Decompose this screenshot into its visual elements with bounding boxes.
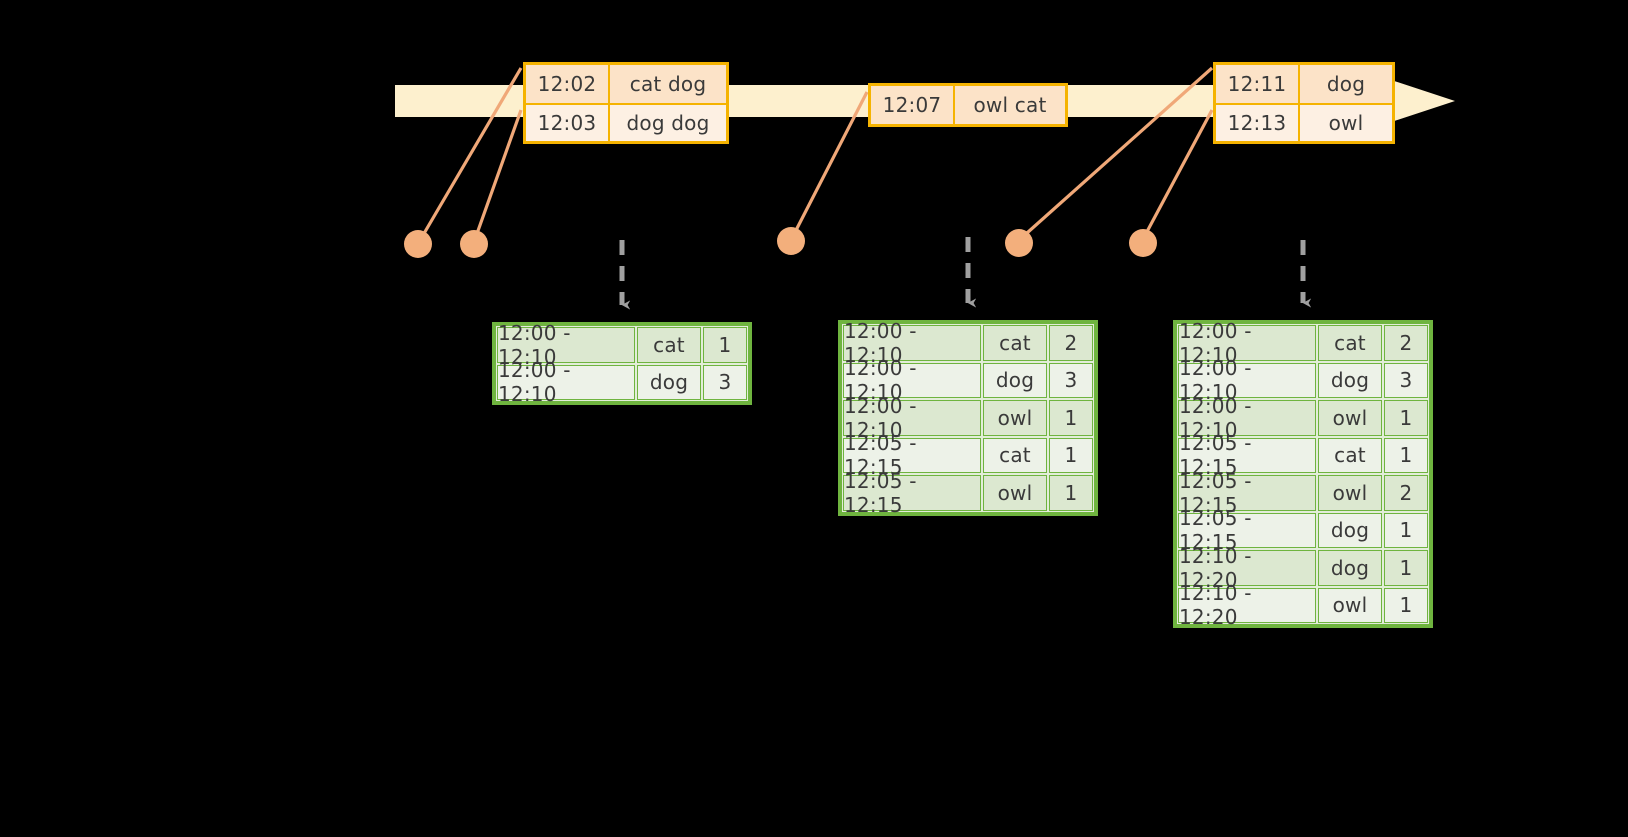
cell-count: 1 bbox=[1049, 400, 1093, 436]
cell-count: 1 bbox=[1384, 512, 1428, 548]
event-row: 12:11 dog bbox=[1216, 65, 1392, 103]
event-row: 12:13 owl bbox=[1216, 103, 1392, 141]
cell-word: dog bbox=[637, 364, 701, 400]
cell-count: 1 bbox=[703, 327, 747, 363]
cell-word: owl bbox=[1318, 475, 1382, 511]
event-group-2[interactable]: 12:07 owl cat bbox=[868, 83, 1068, 127]
cell-window: 12:10 - 12:20 bbox=[1178, 544, 1316, 592]
event-group-1[interactable]: 12:02 cat dog 12:03 dog dog bbox=[523, 62, 729, 144]
cell-word: dog bbox=[1318, 550, 1382, 586]
marker-dot-2 bbox=[460, 230, 488, 258]
event-words: owl cat bbox=[955, 86, 1065, 124]
cell-word: cat bbox=[983, 437, 1047, 473]
cell-count: 3 bbox=[1049, 362, 1093, 398]
event-time: 12:07 bbox=[871, 86, 955, 124]
marker-dot-4 bbox=[1005, 229, 1033, 257]
event-time: 12:03 bbox=[526, 103, 610, 141]
cell-count: 1 bbox=[1384, 550, 1428, 586]
cell-window: 12:10 - 12:20 bbox=[1178, 581, 1316, 629]
cell-count: 1 bbox=[1384, 400, 1428, 436]
cell-word: cat bbox=[983, 325, 1047, 361]
cell-window: 12:05 - 12:15 bbox=[1178, 469, 1316, 517]
cell-window: 12:05 - 12:15 bbox=[1178, 431, 1316, 479]
event-words: cat dog bbox=[610, 65, 726, 103]
event-row: 12:07 owl cat bbox=[871, 86, 1065, 124]
cell-count: 2 bbox=[1384, 475, 1428, 511]
cell-word: owl bbox=[983, 475, 1047, 511]
cell-word: owl bbox=[983, 400, 1047, 436]
cell-window: 12:05 - 12:15 bbox=[843, 469, 981, 517]
marker-dot-3 bbox=[777, 227, 805, 255]
cell-word: owl bbox=[1318, 400, 1382, 436]
event-time: 12:13 bbox=[1216, 103, 1300, 141]
event-group-3[interactable]: 12:11 dog 12:13 owl bbox=[1213, 62, 1395, 144]
event-time: 12:02 bbox=[526, 65, 610, 103]
cell-window: 12:05 - 12:15 bbox=[843, 431, 981, 479]
cell-window: 12:00 - 12:10 bbox=[1178, 356, 1316, 404]
event-row: 12:02 cat dog bbox=[526, 65, 726, 103]
cell-word: dog bbox=[1318, 362, 1382, 398]
cell-count: 3 bbox=[1384, 362, 1428, 398]
marker-dot-5 bbox=[1129, 229, 1157, 257]
event-row: 12:03 dog dog bbox=[526, 103, 726, 141]
cell-window: 12:00 - 12:10 bbox=[1178, 319, 1316, 367]
event-words: owl bbox=[1300, 103, 1392, 141]
event-words: dog dog bbox=[610, 103, 726, 141]
cell-word: cat bbox=[637, 327, 701, 363]
cell-word: owl bbox=[1318, 587, 1382, 623]
cell-window: 12:00 - 12:10 bbox=[1178, 394, 1316, 442]
marker-dot-1 bbox=[404, 230, 432, 258]
cell-count: 2 bbox=[1384, 325, 1428, 361]
event-marker-dots bbox=[404, 227, 1157, 258]
cell-word: cat bbox=[1318, 325, 1382, 361]
cell-window: 12:00 - 12:10 bbox=[497, 358, 635, 406]
cell-word: dog bbox=[1318, 512, 1382, 548]
cell-window: 12:00 - 12:10 bbox=[843, 356, 981, 404]
cell-count: 1 bbox=[1384, 437, 1428, 473]
cell-count: 2 bbox=[1049, 325, 1093, 361]
event-time: 12:11 bbox=[1216, 65, 1300, 103]
cell-window: 12:00 - 12:10 bbox=[843, 394, 981, 442]
cell-window: 12:05 - 12:15 bbox=[1178, 506, 1316, 554]
cell-count: 1 bbox=[1049, 437, 1093, 473]
cell-count: 1 bbox=[1049, 475, 1093, 511]
cell-count: 3 bbox=[703, 364, 747, 400]
event-words: dog bbox=[1300, 65, 1392, 103]
cell-window: 12:00 - 12:10 bbox=[843, 319, 981, 367]
cell-count: 1 bbox=[1384, 587, 1428, 623]
trigger-arrows bbox=[619, 237, 1312, 310]
cell-word: dog bbox=[983, 362, 1047, 398]
cell-window: 12:00 - 12:10 bbox=[497, 321, 635, 369]
cell-word: cat bbox=[1318, 437, 1382, 473]
